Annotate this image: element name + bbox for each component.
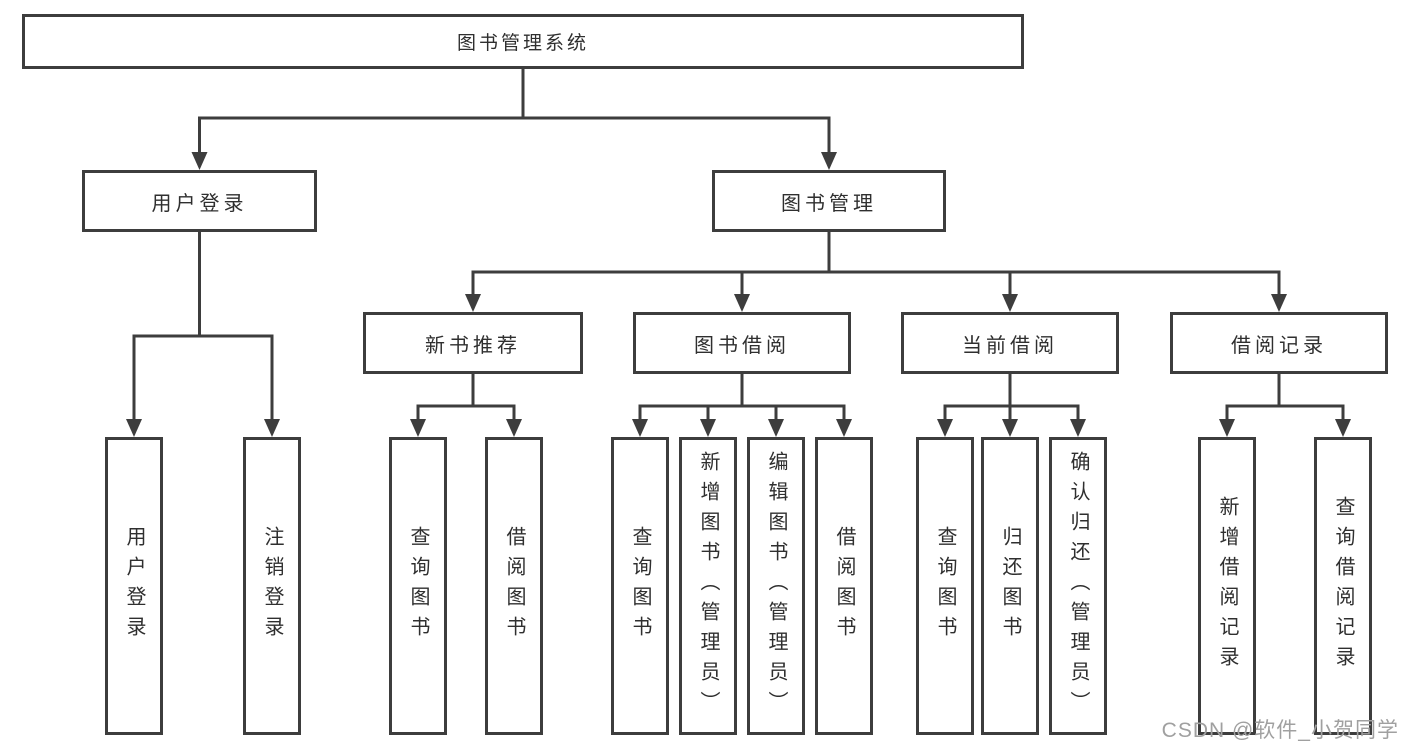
leaf-borrow-borrow-book: 借阅图书	[815, 437, 873, 735]
node-user-login-branch-label: 用户登录	[151, 192, 248, 215]
edge-book-management-to-level3	[465, 231, 1287, 312]
leaf-records-add-borrow-record: 新增借阅记录	[1198, 437, 1256, 735]
edge-records-to-leaves	[1219, 373, 1351, 437]
leaf-borrow-edit-book-admin: 编辑图书（管理员）	[747, 437, 805, 735]
leaf-borrow-borrow-book-label: 借阅图书	[833, 526, 855, 646]
leaf-current-confirm-return-admin: 确认归还（管理员）	[1049, 437, 1107, 735]
leaf-records-query-borrow-record-label: 查询借阅记录	[1332, 496, 1354, 676]
edge-recommend-to-leaves	[410, 373, 522, 437]
leaf-logout: 注销登录	[243, 437, 301, 735]
node-user-login-branch: 用户登录	[82, 170, 317, 232]
leaf-current-query-book-label: 查询图书	[934, 526, 956, 646]
leaf-borrow-add-book-admin: 新增图书（管理员）	[679, 437, 737, 735]
node-book-management: 图书管理	[712, 170, 946, 232]
watermark: CSDN @软件_小贺同学	[1161, 719, 1399, 742]
leaf-current-return-book: 归还图书	[981, 437, 1039, 735]
node-new-book-recommend: 新书推荐	[363, 312, 583, 374]
leaf-current-return-book-label: 归还图书	[999, 526, 1021, 646]
leaf-logout-label: 注销登录	[261, 526, 283, 646]
edge-root-to-level2	[191, 68, 837, 170]
leaf-recommend-borrow-book-label: 借阅图书	[503, 526, 525, 646]
edge-current-to-leaves	[937, 373, 1086, 437]
node-root: 图书管理系统	[22, 14, 1024, 69]
node-book-borrow: 图书借阅	[633, 312, 851, 374]
node-book-borrow-label: 图书借阅	[694, 334, 790, 357]
node-borrow-records-label: 借阅记录	[1231, 334, 1327, 357]
leaf-records-add-borrow-record-label: 新增借阅记录	[1216, 496, 1238, 676]
leaf-borrow-query-book-label: 查询图书	[629, 526, 651, 646]
leaf-borrow-edit-book-admin-label: 编辑图书（管理员）	[765, 451, 787, 721]
node-book-management-label: 图书管理	[781, 192, 877, 215]
node-new-book-recommend-label: 新书推荐	[425, 334, 521, 357]
edge-user-login-to-leaves	[126, 231, 280, 437]
node-current-borrow: 当前借阅	[901, 312, 1119, 374]
edge-borrow-to-leaves	[632, 373, 852, 437]
node-current-borrow-label: 当前借阅	[962, 334, 1058, 357]
leaf-current-query-book: 查询图书	[916, 437, 974, 735]
leaf-user-login: 用户登录	[105, 437, 163, 735]
leaf-recommend-borrow-book: 借阅图书	[485, 437, 543, 735]
leaf-recommend-query-book-label: 查询图书	[407, 526, 429, 646]
leaf-borrow-add-book-admin-label: 新增图书（管理员）	[697, 451, 719, 721]
leaf-current-confirm-return-admin-label: 确认归还（管理员）	[1067, 451, 1089, 721]
node-borrow-records: 借阅记录	[1170, 312, 1388, 374]
node-root-label: 图书管理系统	[456, 33, 589, 54]
leaf-records-query-borrow-record: 查询借阅记录	[1314, 437, 1372, 735]
leaf-recommend-query-book: 查询图书	[389, 437, 447, 735]
leaf-user-login-label: 用户登录	[123, 526, 145, 646]
leaf-borrow-query-book: 查询图书	[611, 437, 669, 735]
